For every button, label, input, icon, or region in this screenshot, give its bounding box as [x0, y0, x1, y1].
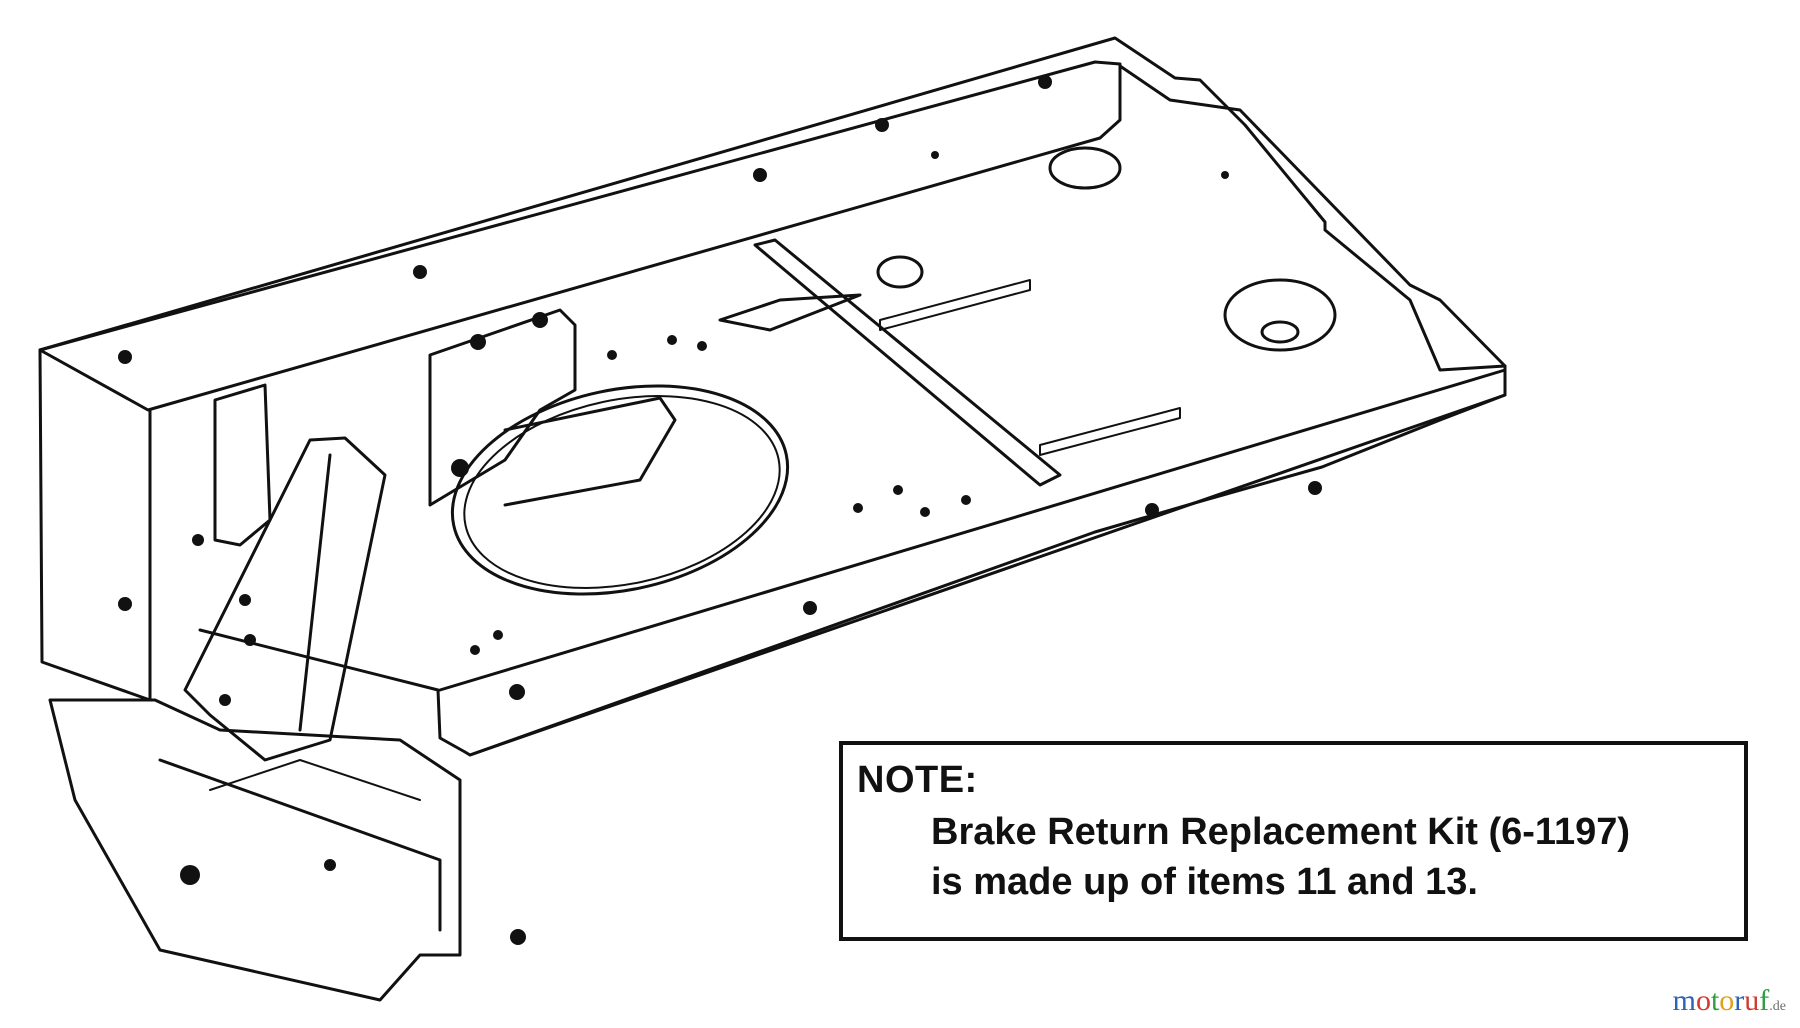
- watermark-letter: f: [1759, 984, 1770, 1017]
- deck-slot-upper: [879, 279, 1031, 331]
- deck-opening-inner: [463, 395, 781, 589]
- watermark-letter: m: [1672, 984, 1696, 1017]
- frame-right-flange: [1118, 64, 1507, 368]
- deck-slide-rail: [753, 238, 1062, 487]
- left-side-bracket: [213, 383, 272, 547]
- frame-front-rail: [38, 60, 1122, 412]
- brake-housing-lip: [158, 758, 442, 932]
- brake-bracket: [428, 308, 577, 507]
- watermark-letter: t: [1710, 984, 1720, 1017]
- watermark-letters: motoruf: [1673, 984, 1770, 1017]
- watermark-letter: r: [1734, 984, 1745, 1017]
- fastener-holes: [118, 75, 1322, 945]
- deck-boss: [1223, 278, 1337, 352]
- frame-front-bottom: [438, 368, 1507, 692]
- brake-arm: [183, 436, 387, 762]
- note-box: NOTE: Brake Return Replacement Kit (6-11…: [839, 741, 1748, 941]
- deck-slot-lower: [1039, 407, 1181, 456]
- frame-deck-outline: [38, 36, 1507, 757]
- watermark-letter: o: [1719, 984, 1735, 1017]
- motoruf-watermark-logo: motoruf.de: [1673, 984, 1786, 1018]
- deck-boss-rear: [1048, 146, 1122, 190]
- watermark-letter: u: [1744, 984, 1760, 1017]
- frame-left-face: [38, 348, 152, 702]
- note-line-2: is made up of items 11 and 13.: [931, 861, 1478, 903]
- note-line-1: Brake Return Replacement Kit (6-1197): [931, 811, 1631, 853]
- brake-bracket-channel: [503, 396, 677, 507]
- brake-arm-edge: [298, 453, 332, 732]
- deck-opening: [450, 384, 790, 596]
- deck-boss-inner: [1260, 320, 1300, 344]
- frame-front-face: [468, 393, 1507, 757]
- deck-boss-top: [876, 255, 924, 289]
- watermark-letter: o: [1695, 984, 1711, 1017]
- watermark-tld: .de: [1769, 999, 1786, 1014]
- note-title: NOTE:: [857, 759, 978, 801]
- brake-housing-inner: [209, 759, 421, 801]
- brake-housing: [48, 698, 462, 1002]
- brake-rod: [718, 293, 862, 332]
